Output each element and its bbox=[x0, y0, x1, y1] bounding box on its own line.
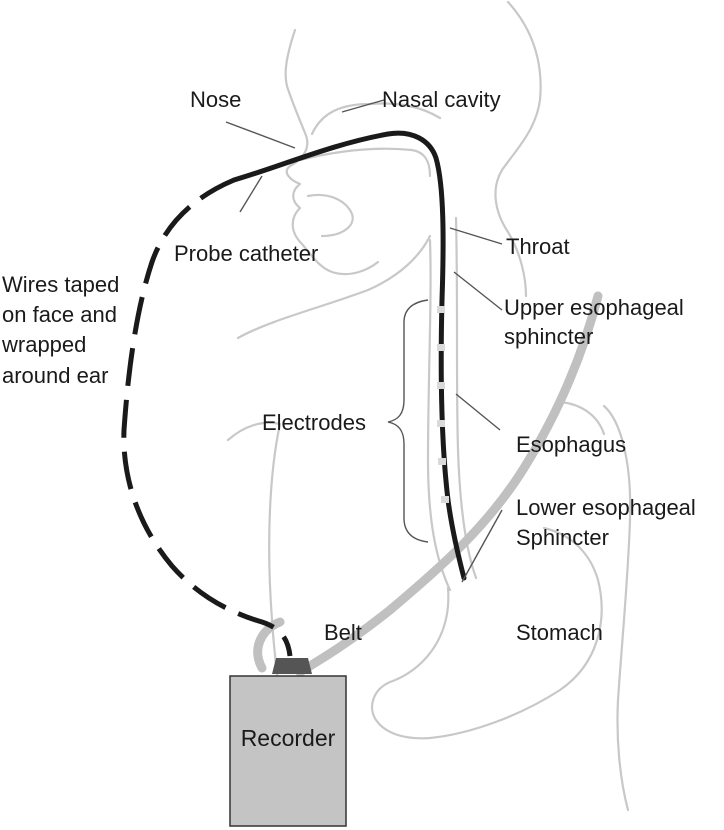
esophagus-left-wall bbox=[426, 238, 452, 592]
leader-nasal-cavity bbox=[341, 99, 385, 113]
back-of-head bbox=[494, 0, 542, 298]
label-throat: Throat bbox=[506, 234, 570, 259]
label-wires-line2: on face and bbox=[2, 302, 117, 327]
leader-nose bbox=[225, 121, 296, 149]
electrode-band bbox=[437, 344, 445, 351]
leader-throat bbox=[449, 227, 503, 245]
electrode-bands bbox=[437, 306, 449, 503]
jaw-line bbox=[236, 234, 432, 340]
stomach-outline bbox=[371, 526, 603, 740]
belt-band bbox=[295, 291, 603, 677]
label-belt: Belt bbox=[324, 620, 362, 645]
label-ues-line2: sphincter bbox=[504, 324, 593, 349]
electrodes-brace bbox=[387, 299, 429, 543]
label-ues-line1: Upper esophageal bbox=[504, 295, 684, 320]
electrode-band bbox=[437, 382, 445, 389]
leader-ues bbox=[453, 271, 503, 311]
label-wires-line3: wrapped bbox=[1, 332, 86, 357]
electrode-band bbox=[437, 420, 445, 427]
esophagus-right-wall bbox=[454, 216, 478, 580]
leader-les bbox=[461, 509, 503, 583]
label-probe-catheter: Probe catheter bbox=[174, 241, 318, 266]
recorder-label: Recorder bbox=[241, 725, 336, 751]
face-profile bbox=[284, 28, 380, 276]
belt-strap bbox=[253, 291, 603, 677]
label-esophagus: Esophagus bbox=[516, 432, 626, 457]
recorder: Recorder bbox=[229, 658, 347, 827]
body-right-inner bbox=[558, 400, 606, 436]
body-right bbox=[602, 404, 632, 812]
probe-catheter bbox=[121, 130, 467, 657]
nasal-cavity-lower bbox=[298, 147, 432, 178]
label-wires-line1: Wires taped bbox=[2, 272, 119, 297]
leader-esophagus bbox=[455, 393, 501, 431]
leader-probe-catheter bbox=[239, 175, 263, 213]
leader-lines bbox=[225, 99, 503, 583]
labels: Nose Nasal cavity Probe catheter Throat … bbox=[1, 87, 696, 645]
electrode-band bbox=[437, 306, 445, 313]
wire-dashed bbox=[121, 177, 293, 657]
tongue bbox=[306, 193, 354, 238]
label-nose: Nose bbox=[190, 87, 241, 112]
label-electrodes: Electrodes bbox=[262, 410, 366, 435]
belt-band-left bbox=[253, 617, 285, 673]
recorder-box bbox=[229, 675, 347, 827]
label-les-line2: Sphincter bbox=[516, 525, 609, 550]
label-wires-line4: around ear bbox=[2, 363, 108, 388]
electrode-band bbox=[441, 496, 449, 503]
recorder-connector bbox=[272, 658, 312, 674]
label-stomach: Stomach bbox=[516, 620, 603, 645]
label-les-line1: Lower esophageal bbox=[516, 495, 696, 520]
electrode-band bbox=[438, 458, 446, 465]
label-nasal-cavity: Nasal cavity bbox=[382, 87, 501, 112]
neck-front bbox=[226, 421, 282, 622]
